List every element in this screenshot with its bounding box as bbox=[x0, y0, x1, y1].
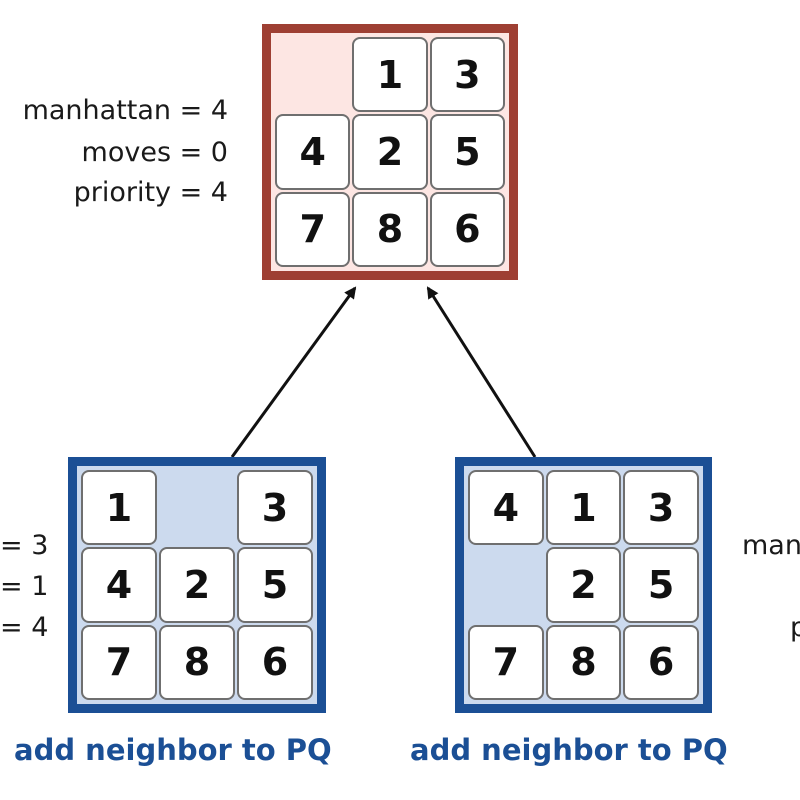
board-tile: 8 bbox=[159, 624, 235, 700]
board-tile: 1 bbox=[81, 470, 157, 546]
left-caption: add neighbor to PQ bbox=[14, 733, 332, 767]
board-tile: 1 bbox=[545, 470, 622, 546]
board-tile: 4 bbox=[275, 114, 351, 190]
left-priority-label: = 4 bbox=[0, 612, 49, 643]
board-tile: 4 bbox=[468, 470, 544, 546]
left-moves-label: = 1 bbox=[0, 571, 49, 602]
board-tile bbox=[275, 37, 350, 112]
board-tile bbox=[468, 547, 544, 622]
board-tile: 6 bbox=[429, 191, 505, 267]
board-tile: 4 bbox=[81, 547, 157, 623]
board-tile: 5 bbox=[429, 114, 505, 190]
left-child-board: 1 3 4 2 5 7 8 6 bbox=[68, 457, 326, 713]
board-tile: 8 bbox=[352, 191, 428, 267]
right-priority-label: p bbox=[790, 612, 800, 643]
parent-board: 1 3 4 2 5 7 8 6 bbox=[262, 24, 518, 280]
board-tile: 7 bbox=[81, 624, 157, 700]
right-caption: add neighbor to PQ bbox=[410, 733, 728, 767]
right-child-board: 4 1 3 2 5 7 8 6 bbox=[455, 457, 712, 713]
board-tile: 8 bbox=[545, 624, 622, 700]
board-tile: 3 bbox=[237, 470, 313, 546]
board-tile: 2 bbox=[545, 547, 622, 623]
arrow-right-to-parent bbox=[426, 286, 537, 458]
board-tile: 5 bbox=[623, 547, 699, 623]
right-manhattan-label: man bbox=[742, 530, 800, 561]
parent-moves-label: moves = 0 bbox=[81, 137, 228, 168]
board-tile: 5 bbox=[237, 547, 313, 623]
arrow-left-to-parent bbox=[230, 286, 357, 458]
board-tile: 3 bbox=[429, 37, 505, 113]
board-tile: 2 bbox=[352, 114, 428, 190]
board-tile: 1 bbox=[352, 37, 428, 113]
parent-manhattan-label: manhattan = 4 bbox=[22, 95, 228, 126]
board-tile bbox=[159, 470, 235, 545]
board-tile: 3 bbox=[623, 470, 699, 546]
board-tile: 6 bbox=[237, 624, 313, 700]
board-tile: 7 bbox=[275, 191, 351, 267]
board-tile: 2 bbox=[159, 547, 235, 623]
board-tile: 7 bbox=[468, 624, 544, 700]
board-tile: 6 bbox=[623, 624, 699, 700]
left-manhattan-label: = 3 bbox=[0, 530, 49, 561]
parent-priority-label: priority = 4 bbox=[73, 177, 228, 208]
